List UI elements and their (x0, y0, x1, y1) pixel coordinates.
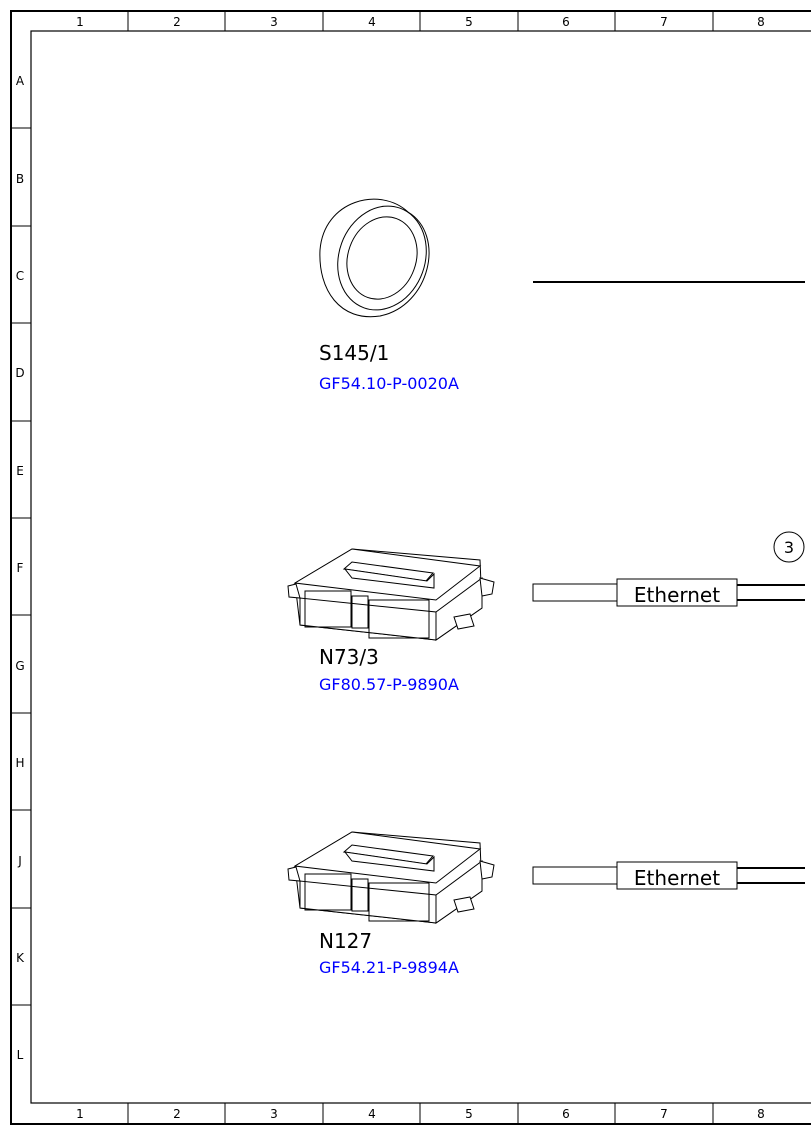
col-label-top: 3 (270, 15, 278, 29)
ethernet-cable[interactable] (532, 578, 805, 607)
component-reference-link[interactable]: GF54.10-P-0020A (319, 374, 459, 393)
col-label-bottom: 8 (757, 1107, 765, 1121)
connection-marker[interactable] (773, 531, 805, 563)
row-label: E (16, 464, 24, 478)
cable-label: Ethernet (634, 866, 720, 890)
col-label-top: 2 (173, 15, 181, 29)
col-label-top: 5 (465, 15, 473, 29)
col-label-bottom: 1 (76, 1107, 84, 1121)
cable-label: Ethernet (634, 583, 720, 607)
component-id: S145/1 (319, 341, 389, 365)
control-unit-icon[interactable] (287, 831, 495, 924)
ethernet-cable[interactable] (532, 861, 805, 890)
row-label: L (17, 1048, 24, 1062)
connection-marker-label: 3 (784, 538, 794, 557)
row-ruler (11, 127, 31, 1006)
col-label-top: 6 (562, 15, 570, 29)
column-ruler (127, 11, 714, 1124)
row-label: A (16, 74, 25, 88)
control-unit-icon[interactable] (287, 548, 495, 641)
component-id: N127 (319, 929, 372, 953)
row-label: D (15, 366, 24, 380)
ring-switch-icon[interactable] (319, 193, 441, 322)
col-label-top: 1 (76, 15, 84, 29)
col-label-bottom: 2 (173, 1107, 181, 1121)
col-label-top: 8 (757, 15, 765, 29)
col-label-bottom: 7 (660, 1107, 668, 1121)
col-label-top: 4 (368, 15, 376, 29)
row-label: F (17, 561, 24, 575)
col-label-top: 7 (660, 15, 668, 29)
row-label: C (16, 269, 24, 283)
row-label: B (16, 172, 24, 186)
row-label: K (16, 951, 25, 965)
col-label-bottom: 4 (368, 1107, 376, 1121)
outer-frame (10, 10, 811, 1125)
row-label: H (15, 756, 24, 770)
row-label: J (17, 854, 22, 868)
component-reference-link[interactable]: GF80.57-P-9890A (319, 675, 459, 694)
inner-frame (30, 30, 811, 1104)
col-label-bottom: 6 (562, 1107, 570, 1121)
component-reference-link[interactable]: GF54.21-P-9894A (319, 958, 459, 977)
col-label-bottom: 5 (465, 1107, 473, 1121)
col-label-bottom: 3 (270, 1107, 278, 1121)
row-label: G (15, 659, 24, 673)
component-id: N73/3 (319, 645, 379, 669)
